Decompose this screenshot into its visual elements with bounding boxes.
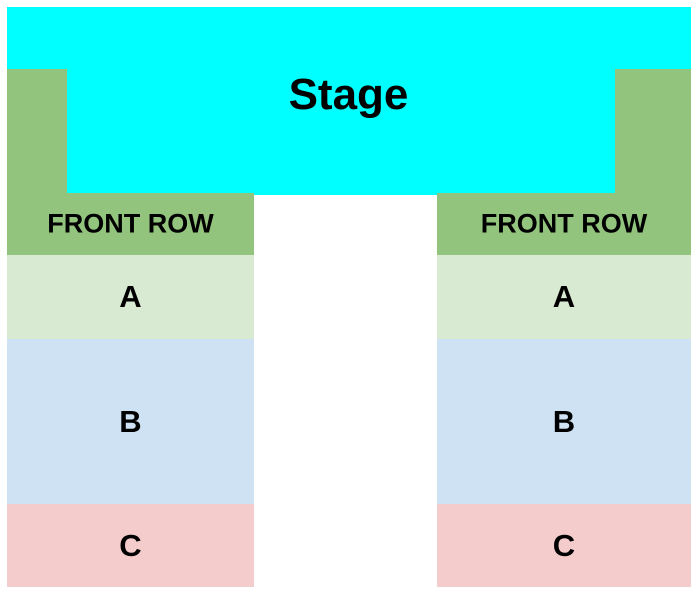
left-section-a-label: A: [119, 279, 142, 314]
left-section-b: B: [7, 339, 254, 504]
left-section-a: A: [7, 255, 254, 339]
right-section-a-label: A: [552, 279, 576, 314]
left-section-c-label: C: [119, 527, 142, 563]
stage-platform: [67, 69, 615, 195]
right-section-b-label: B: [552, 403, 576, 439]
stage-wing-left: [7, 69, 67, 193]
left-section-b-label: B: [119, 403, 142, 439]
right-section-a: A: [437, 255, 691, 339]
right-section-c-label: C: [552, 527, 576, 563]
stage-area: [7, 7, 691, 69]
stage-wing-right: [615, 69, 691, 193]
right-section-c: C: [437, 504, 691, 587]
left-front-row-section: FRONT ROW: [7, 193, 254, 255]
left-front-row-label: FRONT ROW: [47, 208, 214, 239]
right-front-row-section: FRONT ROW: [437, 193, 691, 255]
right-front-row-label: FRONT ROW: [480, 208, 648, 239]
stage-label: Stage: [288, 70, 409, 119]
left-section-c: C: [7, 504, 254, 587]
right-section-b: B: [437, 339, 691, 504]
